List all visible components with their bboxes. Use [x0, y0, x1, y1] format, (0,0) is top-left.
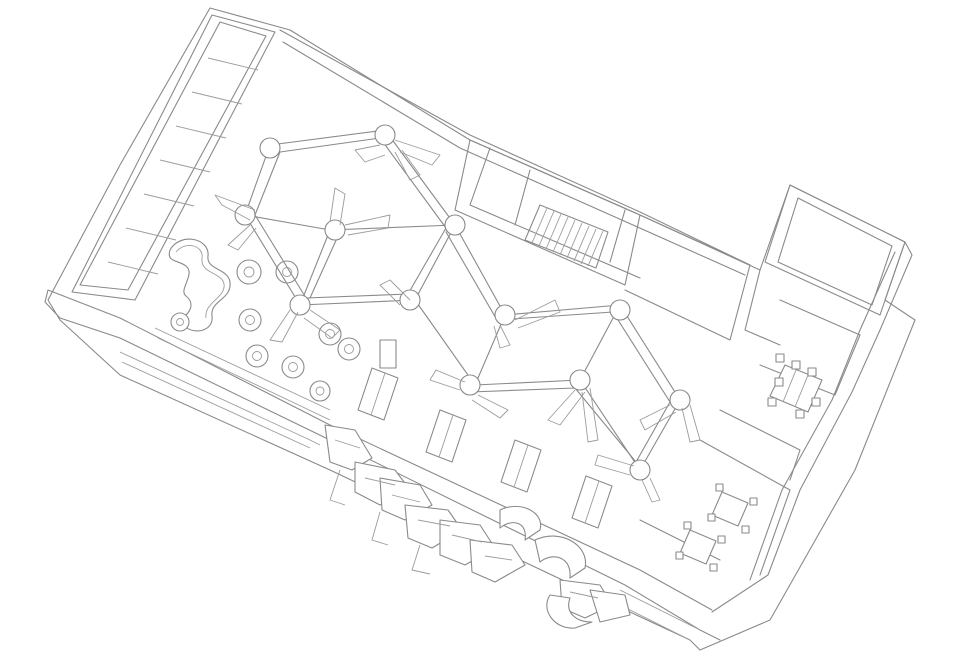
- canopy-node: [324, 219, 346, 241]
- round-table: [337, 337, 361, 361]
- round-table: [170, 312, 190, 332]
- canopy-node: [494, 304, 516, 326]
- work-desk: [357, 367, 399, 421]
- canopy-node: [609, 299, 631, 321]
- canopy-node: [629, 459, 651, 481]
- round-table: [318, 322, 342, 346]
- work-desks: [357, 339, 613, 529]
- round-table: [238, 308, 262, 332]
- canopy-node: [459, 374, 481, 396]
- round-tables: [170, 259, 361, 402]
- sculptural-seating-cluster: [324, 424, 631, 629]
- round-table: [281, 355, 305, 379]
- service-cabinet: [379, 339, 397, 369]
- canopy-structure: [214, 124, 701, 503]
- work-desk: [425, 409, 467, 463]
- round-table: [236, 259, 262, 285]
- service-core: [454, 139, 781, 346]
- round-table: [245, 344, 269, 368]
- canopy-node: [374, 124, 396, 146]
- canopy-node: [569, 369, 591, 391]
- stair: [524, 204, 609, 269]
- canopy-node: [444, 214, 466, 236]
- skylight-strip: [71, 14, 276, 301]
- canopy-node: [669, 389, 691, 411]
- round-table: [309, 380, 331, 402]
- work-desk: [500, 439, 542, 493]
- work-desk: [571, 475, 613, 529]
- canopy-node: [289, 294, 311, 316]
- canopy-node: [234, 204, 256, 226]
- building-outline: [44, 7, 916, 651]
- meeting-rooms: [675, 353, 823, 572]
- curved-bench: [168, 238, 231, 332]
- canopy-node: [259, 137, 281, 159]
